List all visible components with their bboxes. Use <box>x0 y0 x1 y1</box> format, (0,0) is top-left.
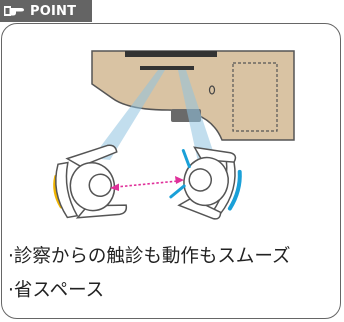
monitor <box>125 51 217 57</box>
point-badge: POINT <box>0 0 92 22</box>
doctor-chair <box>169 146 242 220</box>
drawer-cabinet <box>232 62 278 132</box>
desk-knob <box>208 85 216 95</box>
movement-arrow <box>110 176 184 191</box>
light-beam-right <box>178 70 216 162</box>
office-layout-diagram <box>53 50 295 220</box>
monitor-stand <box>140 66 194 70</box>
bullet-space-saving: ·省スペース <box>8 280 105 301</box>
bullet-smooth-motion: ·診察からの触診も動作もスムーズ <box>8 246 291 267</box>
patient-chair <box>53 144 128 219</box>
point-bullet-list: ·診察からの触診も動作もスムーズ ·省スペース <box>8 240 338 308</box>
pointing-hand-icon <box>0 0 30 22</box>
light-beam-left <box>92 70 165 160</box>
badge-label: POINT <box>30 3 77 19</box>
point-card <box>1 23 341 319</box>
